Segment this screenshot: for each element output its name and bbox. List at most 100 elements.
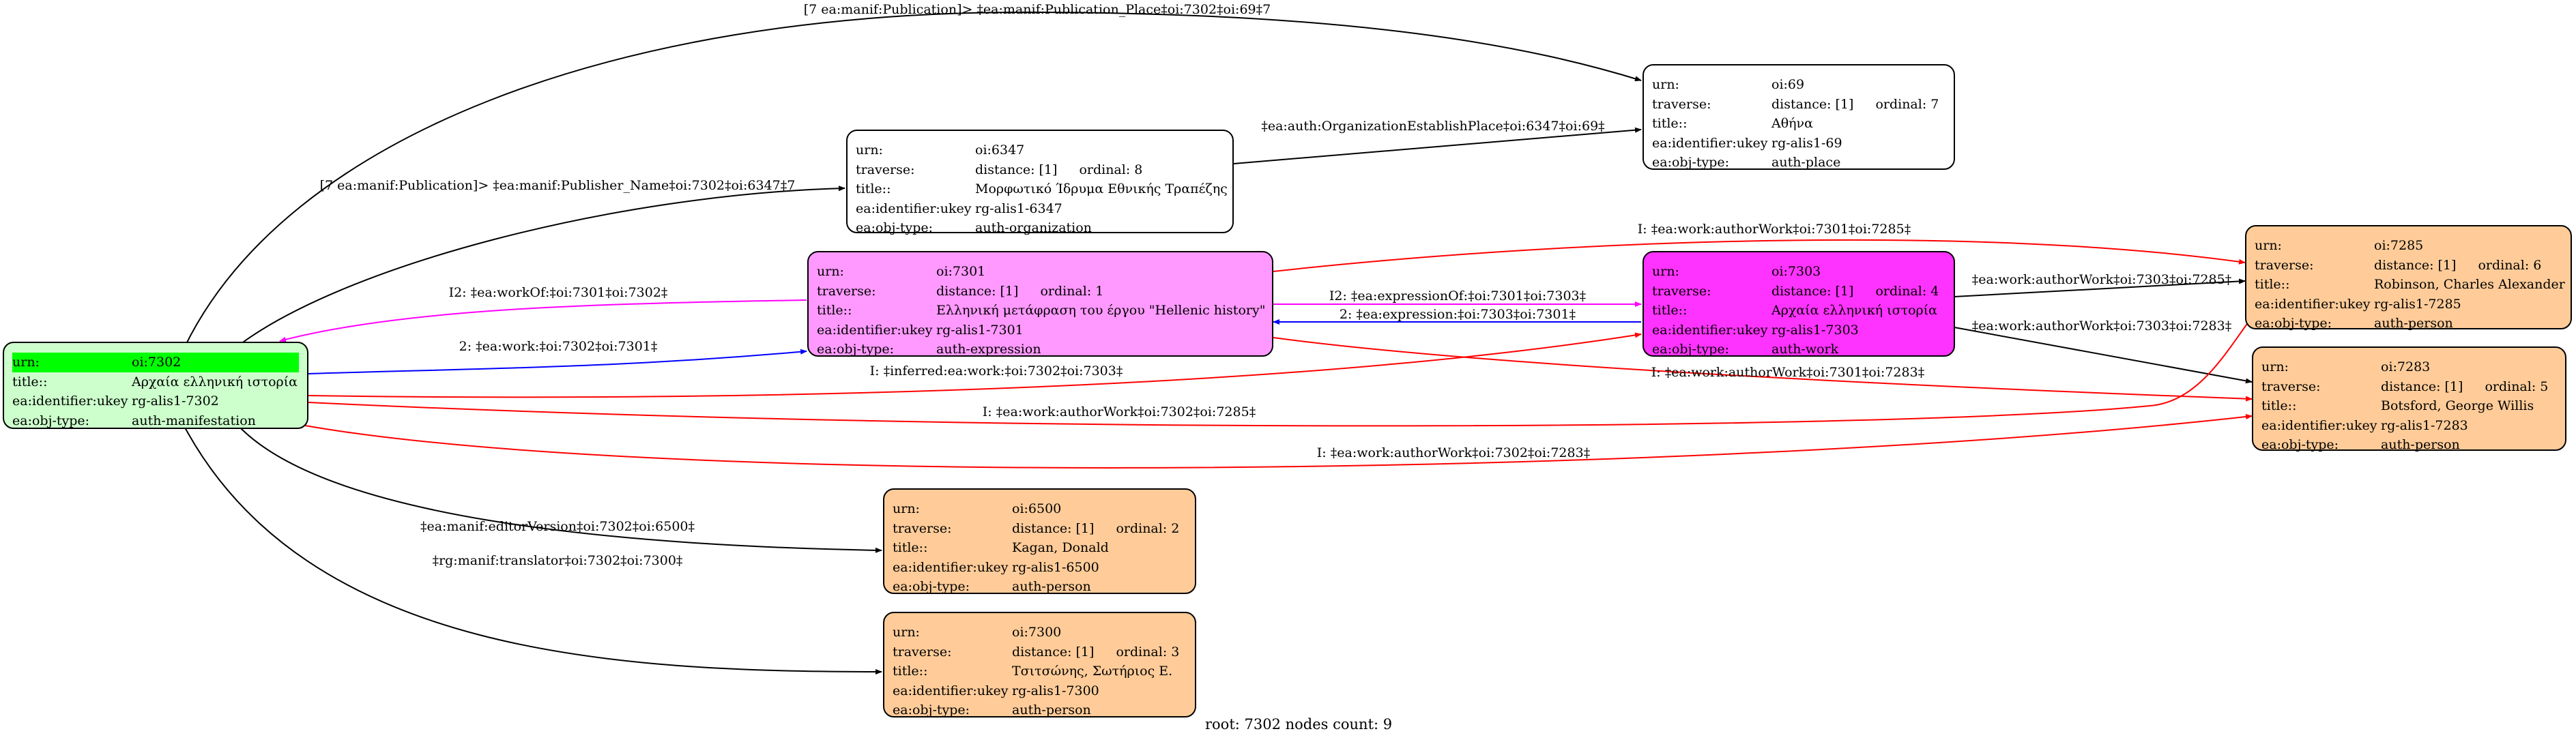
row-value: auth-place bbox=[1771, 155, 1841, 170]
row-value: Ελληνική μετάφραση του έργου "Hellenic h… bbox=[936, 303, 1266, 318]
row-key: traverse: bbox=[817, 283, 876, 299]
edge-label: I: ‡inferred:ea:work:‡oi:7302‡oi:7303‡ bbox=[870, 364, 1123, 379]
edge-label: I2: ‡ea:expressionOf:‡oi:7301‡oi:7303‡ bbox=[1329, 288, 1586, 304]
row-value: distance: [1] bbox=[975, 162, 1058, 177]
node-oi-69[interactable]: urn:oi:69 traverse:distance: [1]ordinal:… bbox=[1642, 64, 1955, 170]
node-row: urn:oi:7303 bbox=[1652, 262, 1945, 282]
node-row: urn:oi:7283 bbox=[2261, 357, 2557, 377]
row-key: urn: bbox=[2255, 238, 2282, 253]
node-row: title::Robinson, Charles Alexander bbox=[2255, 275, 2565, 295]
node-oi-6500[interactable]: urn:oi:6500 traverse:distance: [1]ordina… bbox=[883, 488, 1196, 594]
node-row: ea:obj-type:auth-person bbox=[893, 577, 1187, 597]
node-oi-7285[interactable]: urn: oi:7285 traverse:distance: [1]ordina… bbox=[2245, 225, 2572, 331]
node-row: traverse:distance: [1]ordinal: 6 bbox=[2255, 256, 2562, 276]
edge-label: I: ‡ea:work:authorWork‡oi:7302‡oi:7283‡ bbox=[1317, 445, 1590, 460]
edge-line bbox=[1233, 127, 1642, 164]
edge-label: ‡ea:manif:editorVersion‡oi:7302‡oi:6500‡ bbox=[420, 519, 695, 534]
row-value: Botsford, George Willis bbox=[2381, 398, 2534, 413]
row-key: urn: bbox=[856, 143, 883, 158]
node-row: traverse:distance: [1]ordinal: 4 bbox=[1652, 282, 1945, 301]
row-key: ea:obj-type: bbox=[1652, 155, 1730, 170]
edge-line bbox=[1954, 327, 2253, 384]
node-oi-7300[interactable]: urn:oi:7300 traverse:distance: [1]ordina… bbox=[883, 612, 1196, 717]
edge-label: [7 ea:manif:Publication]> ‡ea:manif:Publ… bbox=[320, 178, 796, 193]
row-value: rg-alis1-7300 bbox=[1012, 683, 1099, 698]
row-value: Μορφωτικό Ίδρυμα Εθνικής Τραπέζης bbox=[975, 181, 1228, 196]
node-row: urn:oi:7301 bbox=[817, 262, 1264, 282]
edge-line bbox=[1273, 239, 2246, 272]
edge-line bbox=[184, 11, 1642, 349]
node-row: ea:obj-type:auth-manifestation bbox=[12, 411, 299, 431]
row-value: distance: [1] bbox=[1771, 96, 1854, 112]
edge-label: [7 ea:manif:Publication]> ‡ea:manif:Publ… bbox=[804, 2, 1271, 17]
edge-label: ‡rg:manif:translator‡oi:7302‡oi:7300‡ bbox=[433, 553, 683, 568]
row-value: Αθήνα bbox=[1771, 116, 1813, 131]
row-ordinal: ordinal: 6 bbox=[2478, 257, 2542, 273]
row-value: rg-alis1-7302 bbox=[132, 394, 219, 409]
row-value: Τσιτσώνης, Σωτήριος Ε. bbox=[1012, 664, 1173, 679]
row-value: oi:7285 bbox=[2374, 238, 2424, 253]
edge-line bbox=[238, 426, 882, 553]
node-oi-7303[interactable]: urn:oi:7303 traverse:distance: [1]ordina… bbox=[1642, 251, 1955, 357]
node-row: ea:obj-type:auth-expression bbox=[817, 340, 1264, 359]
row-key: ea:obj-type: bbox=[893, 579, 970, 594]
edge-label: I: ‡ea:work:authorWork‡oi:7301‡oi:7283‡ bbox=[1651, 365, 1924, 380]
row-key: urn: bbox=[893, 625, 920, 640]
row-ordinal: ordinal: 3 bbox=[1116, 644, 1180, 660]
node-row: ea:obj-type:auth-work bbox=[1652, 340, 1945, 359]
row-key: traverse: bbox=[1652, 283, 1711, 299]
edge-line bbox=[1273, 337, 2253, 402]
node-row: traverse:distance: [1]ordinal: 3 bbox=[893, 642, 1187, 662]
node-oi-7302[interactable]: urn:oi:7302 title::Αρχαία ελληνική ιστορ… bbox=[3, 342, 308, 429]
row-key: ea:obj-type: bbox=[1652, 342, 1730, 357]
row-ordinal: ordinal: 8 bbox=[1079, 162, 1143, 177]
row-key: title:: bbox=[12, 374, 48, 389]
edge-line bbox=[184, 426, 882, 675]
row-ordinal: ordinal: 7 bbox=[1875, 96, 1939, 112]
row-key: ea:identifier:ukey bbox=[1652, 322, 1768, 338]
node-row: urn:oi:7300 bbox=[893, 623, 1187, 642]
row-key: ea:identifier:ukey bbox=[2255, 296, 2371, 312]
node-row: ea:obj-type: auth-place bbox=[1652, 153, 1945, 173]
row-key: traverse: bbox=[2255, 257, 2314, 273]
node-row: urn:oi:7302 bbox=[12, 353, 299, 372]
node-row: urn: oi:6347 bbox=[856, 140, 1224, 160]
row-key: urn: bbox=[12, 355, 40, 370]
row-key: traverse: bbox=[1652, 96, 1711, 112]
node-oi-7283[interactable]: urn:oi:7283 traverse:distance: [1]ordina… bbox=[2252, 346, 2566, 452]
row-key: urn: bbox=[1652, 77, 1679, 92]
row-value: auth-organization bbox=[975, 220, 1092, 235]
node-row: urn:oi:6500 bbox=[893, 499, 1187, 519]
row-value: oi:6347 bbox=[975, 143, 1025, 158]
row-key: urn: bbox=[817, 264, 844, 279]
node-row: title::Αθήνα bbox=[1652, 114, 1945, 134]
row-key: traverse: bbox=[2261, 379, 2321, 394]
edge-line bbox=[308, 316, 2253, 427]
edge-label: I: ‡ea:work:authorWork‡oi:7301‡oi:7285‡ bbox=[1638, 222, 1911, 237]
row-ordinal: ordinal: 5 bbox=[2485, 379, 2549, 394]
row-key: ea:obj-type: bbox=[893, 702, 970, 717]
edge-label: 2: ‡ea:work:‡oi:7302‡oi:7301‡ bbox=[459, 339, 658, 354]
edge-line bbox=[308, 349, 807, 374]
edge-line bbox=[235, 186, 845, 349]
node-row: traverse:distance: [1]ordinal: 8 bbox=[856, 160, 1224, 180]
row-key: urn: bbox=[1652, 264, 1679, 279]
row-value: auth-manifestation bbox=[132, 413, 256, 428]
row-value: oi:7283 bbox=[2381, 359, 2431, 374]
row-key: title:: bbox=[2255, 277, 2290, 292]
node-oi-6347[interactable]: urn:oi:6347 traverse:distance: [1]ordina… bbox=[846, 130, 1234, 235]
node-row: title::Ελληνική μετάφραση του έργου "Hel… bbox=[817, 301, 1266, 321]
row-key: traverse: bbox=[893, 644, 952, 660]
row-value: rg-alis1-6500 bbox=[1012, 559, 1099, 575]
row-key: title:: bbox=[1652, 303, 1688, 318]
edge-label: I: ‡ea:work:authorWork‡oi:7302‡oi:7285‡ bbox=[983, 404, 1256, 419]
node-oi-7301[interactable]: urn:oi:7301 traverse:distance: [1]ordina… bbox=[807, 251, 1273, 357]
edge-line bbox=[272, 414, 2253, 469]
node-row: title::Botsford, George Willis bbox=[2261, 396, 2557, 416]
